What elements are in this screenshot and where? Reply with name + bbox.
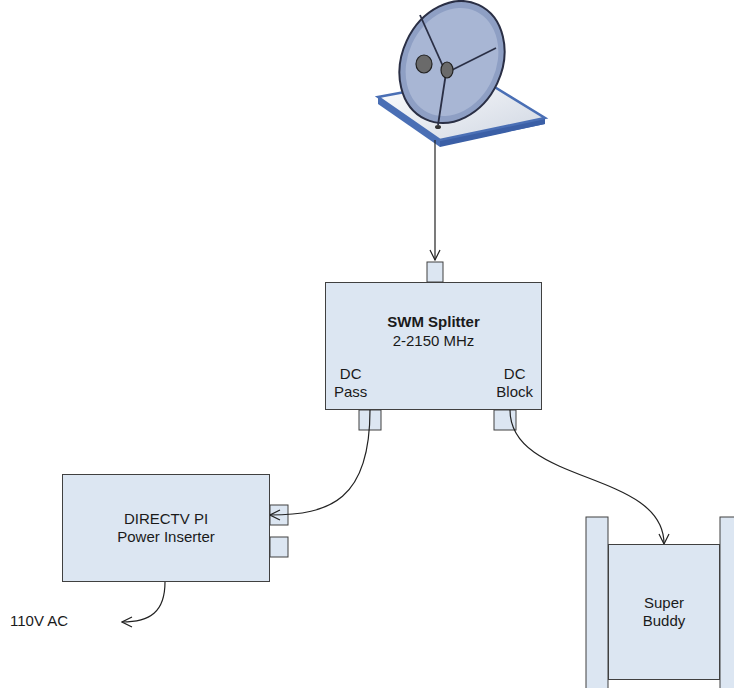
port-label: DC Pass bbox=[334, 365, 367, 401]
input-port bbox=[427, 262, 443, 282]
power-label: 110V AC bbox=[10, 612, 68, 630]
device-title: DIRECTV PI Power Inserter bbox=[104, 510, 229, 546]
dish-cable bbox=[434, 140, 435, 260]
pi-port bbox=[270, 537, 288, 557]
rack-rail bbox=[720, 517, 734, 688]
port-label: DC Block bbox=[496, 365, 533, 401]
coax-cable bbox=[510, 410, 664, 544]
splitter-box: SWM Splitter2-2150 MHz DC Pass DC Block bbox=[325, 282, 542, 410]
super-buddy-box: Super Buddy bbox=[608, 544, 720, 680]
frequency-range: 2-2150 MHz bbox=[326, 332, 541, 350]
device-title: SWM Splitter bbox=[326, 313, 541, 331]
satellite-dish bbox=[380, 0, 524, 140]
device-title: Super Buddy bbox=[634, 594, 694, 630]
power-inserter-box: DIRECTV PI Power Inserter bbox=[62, 474, 270, 582]
rack-rail bbox=[586, 517, 608, 688]
coax-cable bbox=[270, 410, 370, 515]
power-cord bbox=[122, 582, 165, 622]
